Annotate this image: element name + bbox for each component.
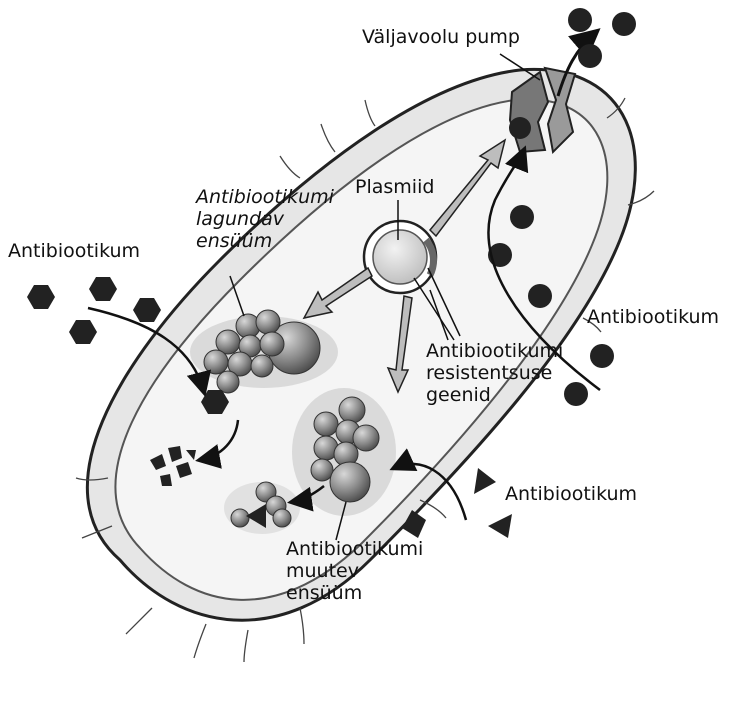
antibiotic-hexagon (133, 298, 161, 322)
label-antibiotic-right-upper: Antibiootikum (587, 306, 719, 328)
antibiotic-dot (510, 205, 534, 229)
antibiotic-hexagon (27, 285, 55, 309)
antibiotic-dot (590, 344, 614, 368)
label-resistance-genes-line3: geenid (426, 384, 563, 406)
label-resistance-genes: Antibiootikumi resistentsuse geenid (426, 340, 563, 407)
plasmid-core (373, 230, 427, 284)
label-degrading-enzyme-line3: ensüüm (196, 230, 334, 252)
modified-antibiotic (224, 482, 300, 534)
antibiotic-dot (509, 117, 531, 139)
label-modifying-enzyme-line3: ensüüm (286, 582, 423, 604)
label-degrading-enzyme-line2: lagundav (196, 208, 334, 230)
antibiotic-dot (564, 382, 588, 406)
antibiotic-dot (568, 8, 592, 32)
label-antibiotic-left: Antibiootikum (8, 240, 140, 262)
expelled-antibiotic-molecules (568, 8, 636, 68)
label-modifying-enzyme-line1: Antibiootikumi (286, 538, 423, 560)
antibiotic-dot (528, 284, 552, 308)
label-modifying-enzyme: Antibiootikumi muutev ensüüm (286, 538, 423, 605)
label-degrading-enzyme: Antibiootikumi lagundav ensüüm (196, 186, 334, 253)
label-modifying-enzyme-line2: muutev (286, 560, 423, 582)
label-resistance-genes-line2: resistentsuse (426, 362, 563, 384)
label-degrading-enzyme-line1: Antibiootikumi (196, 186, 334, 208)
antibiotic-dot (578, 44, 602, 68)
antibiotic-triangle (474, 468, 496, 494)
antibiotic-hexagon (69, 320, 97, 344)
label-resistance-genes-line1: Antibiootikumi (426, 340, 563, 362)
antibiotic-triangle (488, 514, 512, 538)
label-antibiotic-right-lower: Antibiootikum (505, 483, 637, 505)
label-plasmid: Plasmiid (355, 176, 434, 198)
label-efflux-pump: Väljavoolu pump (362, 26, 520, 48)
antibiotic-dot (612, 12, 636, 36)
antibiotic-hexagon (89, 277, 117, 301)
